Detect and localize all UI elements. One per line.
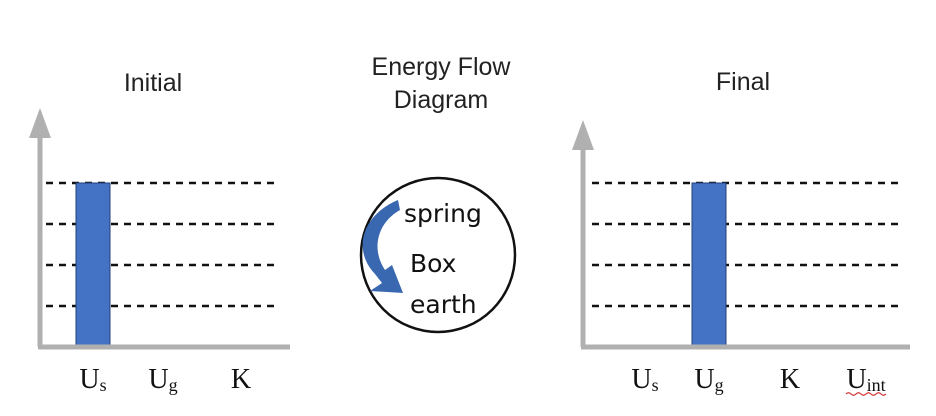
final-chart-title: Final bbox=[716, 68, 770, 96]
initial-tick-label-Ug: Ug bbox=[148, 364, 177, 395]
initial-bar-Us bbox=[75, 182, 111, 348]
flow-item-spring: spring bbox=[404, 199, 482, 228]
final-tick-label-Uint: Uint bbox=[846, 364, 885, 395]
initial-axes bbox=[29, 108, 290, 350]
final-axes bbox=[572, 120, 910, 350]
final-tick-label-Ug: Ug bbox=[694, 364, 723, 395]
final-tick-label-K: K bbox=[780, 364, 800, 395]
flow-item-box: Box bbox=[410, 249, 456, 278]
initial-bars bbox=[75, 182, 111, 348]
energy-flow-title-line2: Diagram bbox=[394, 86, 488, 114]
curved-flow-arrow-icon bbox=[362, 200, 403, 293]
initial-tick-labels: Us Ug K bbox=[79, 364, 251, 395]
final-y-axis-arrow-icon bbox=[572, 120, 594, 150]
final-bar-Ug bbox=[691, 182, 727, 348]
initial-y-axis-arrow-icon bbox=[29, 108, 51, 138]
final-energy-chart: Us Ug K Uint bbox=[572, 120, 910, 396]
system-boundary-circle bbox=[359, 176, 517, 334]
final-bars bbox=[691, 182, 727, 348]
flow-item-earth: earth bbox=[410, 290, 477, 319]
spellcheck-squiggle-icon bbox=[845, 392, 887, 396]
initial-chart-title: Initial bbox=[124, 69, 182, 97]
initial-tick-label-K: K bbox=[231, 364, 251, 395]
initial-energy-chart: Us Ug K bbox=[29, 108, 290, 395]
energy-flow-system: spring Box earth bbox=[359, 176, 517, 334]
initial-tick-label-Us: Us bbox=[79, 364, 106, 395]
final-grid-lines bbox=[592, 181, 902, 308]
energy-flow-title-line1: Energy Flow bbox=[372, 53, 512, 81]
final-tick-labels: Us Ug K Uint bbox=[631, 364, 887, 396]
final-tick-label-Us: Us bbox=[631, 364, 658, 395]
